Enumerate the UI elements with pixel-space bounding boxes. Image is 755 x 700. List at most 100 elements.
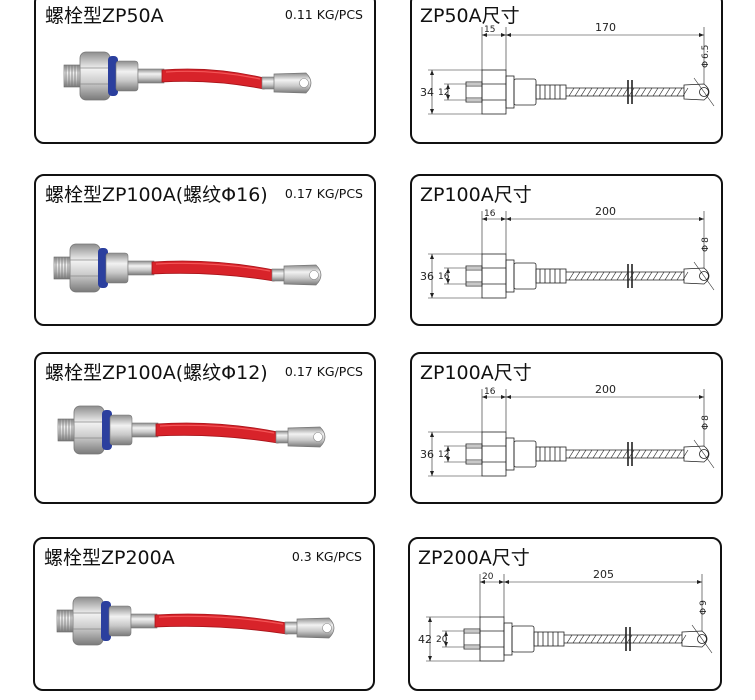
arrow [428,617,432,622]
terminal-outline [683,267,710,285]
cable-hatch [580,449,587,459]
stud-outline [463,628,481,650]
sleeve-outline [533,631,565,647]
insulator-ring [98,248,108,288]
cable-hatch [652,271,659,281]
cable-hatch [586,449,593,459]
product-card-1: 螺栓型ZP50A 0.11 KG/PCS [34,0,376,144]
dim-hole-diameter: Φ6.5 [701,45,711,68]
dim-outer: 42 [418,633,432,646]
cable-hatch [592,449,599,459]
cable-hatch [670,449,677,459]
cable-hatch [622,87,629,97]
arrow [430,70,434,75]
cable-hatch [646,271,653,281]
arrow [480,580,485,584]
cable-hatch [574,87,581,97]
lead-highlight [158,615,284,625]
weight-label: 0.11 KG/PCS [284,7,363,22]
cap [108,605,132,637]
hole-leader [693,261,715,291]
body-outline [505,437,515,471]
product-card-3: 螺栓型ZP100A(螺纹Φ12) 0.17 KG/PCS [34,352,376,504]
dim-hole-diameter: Φ8 [701,237,711,252]
cable-hatch [652,87,659,97]
terminal-hole-outline [699,87,709,97]
arrow [501,33,506,37]
terminal-hole [322,623,332,633]
cable-hatch [574,271,581,281]
arrow [430,432,434,437]
arrow [482,395,487,399]
cable-hatch [620,634,627,644]
cable-hatch [634,87,641,97]
cable-hatch [616,449,623,459]
cable-hatch [602,634,609,644]
dim-outer: 36 [420,270,434,283]
product-title: 螺栓型ZP100A(螺纹Φ16) [45,184,268,206]
cable-hatch [568,449,575,459]
lead-highlight [165,70,261,80]
dim-hole-diameter: Φ8 [701,415,711,430]
dim-hex-width: 15 [484,25,495,35]
arrow [446,84,450,89]
weight-label: 0.17 KG/PCS [284,186,363,201]
diode-photo [63,51,312,101]
arrow [699,33,704,37]
cable-hatch [652,449,659,459]
hex-base [72,596,104,646]
hex-base [79,51,111,101]
insulator-ring [101,601,111,641]
dim-hole-value: 9 [699,600,709,606]
arrow [446,279,450,284]
cable-hatch [634,271,641,281]
cable-hatch [662,634,669,644]
cable-hatch [664,87,671,97]
insulator-ring [108,56,118,96]
cable-hatch [656,634,663,644]
cable-hatch [604,449,611,459]
arrow [430,254,434,259]
hex-outline [481,431,507,477]
arrow [506,33,511,37]
cable-hatch [586,87,593,97]
cable-hatch [664,449,671,459]
terminal-outline [683,445,710,463]
arrow [446,446,450,451]
hole-leader [691,624,713,654]
cable-hatch [590,634,597,644]
arrow [430,109,434,114]
cable-hatch [664,271,671,281]
terminal-hole-outline [699,271,709,281]
cable-hatch [670,87,677,97]
dim-hole-value: 6.5 [701,45,711,59]
stud-outline [465,81,483,103]
ring-terminal [287,426,326,448]
diode-photo [57,405,326,455]
cable-hatch [604,271,611,281]
cable-hatch [658,449,665,459]
weight-label: 0.17 KG/PCS [284,364,363,379]
arrow [504,580,509,584]
terminal-hole-outline [699,449,709,459]
terminal-outline [683,83,710,101]
arrow [506,395,511,399]
dimension-title: ZP200A尺寸 [418,547,530,569]
cable-hatch [598,271,605,281]
dimension-title: ZP100A尺寸 [420,184,532,206]
dimension-title: ZP50A尺寸 [420,5,520,27]
arrow [699,395,704,399]
dim-hex-width: 16 [484,209,496,219]
diode-body [53,243,322,293]
sleeve-outline [535,84,567,100]
cable-hatch [568,271,575,281]
crimp-sleeve [130,613,158,629]
cable-hatch [658,87,665,97]
cable-hatch [670,271,677,281]
